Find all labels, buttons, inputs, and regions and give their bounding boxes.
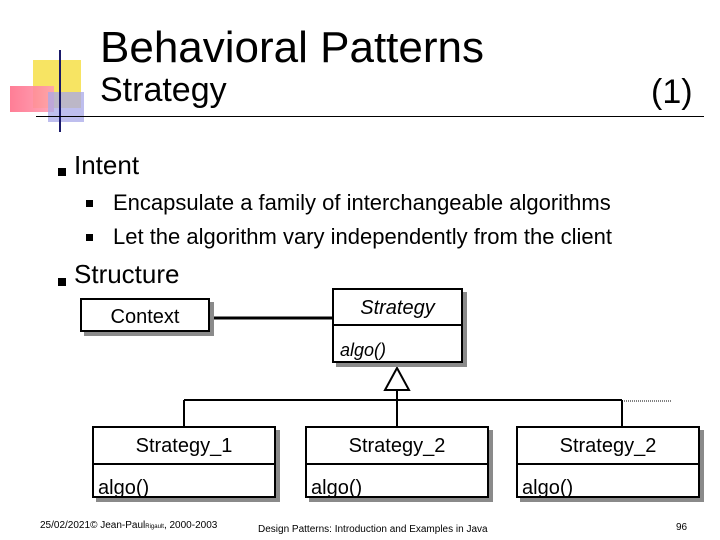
concrete-strategy-box: Strategy_2 algo() (516, 426, 700, 499)
slide-title: Behavioral Patterns (100, 23, 484, 72)
intent-item: Let the algorithm vary independently fro… (113, 224, 612, 249)
title-decoration-blue-square (48, 92, 84, 122)
inheritance-triangle-icon (383, 365, 411, 391)
concrete-strategy-name: Strategy_2 (559, 435, 657, 457)
structure-label: Structure (74, 259, 180, 289)
footer-author-small: Rigault (145, 524, 164, 530)
context-class-name: Context (110, 306, 180, 328)
concrete-strategy-method: algo() (311, 477, 363, 499)
concrete-strategy-name: Strategy_1 (135, 435, 233, 457)
slide-subtitle: Strategy (100, 71, 227, 109)
title-underline (36, 116, 704, 117)
footer-author: Jean-Paul (100, 520, 146, 531)
context-class-box: Context (80, 298, 210, 332)
class-divider (518, 463, 698, 465)
strategy-class-name: Strategy (360, 297, 435, 319)
concrete-strategy-box: Strategy_2 algo() (305, 426, 489, 499)
class-divider (94, 463, 274, 465)
bullet-icon (86, 200, 93, 207)
footer-date: 25/02/2021 (40, 520, 91, 531)
footer-years: , 2000-2003 (163, 520, 218, 531)
strategy-method: algo() (340, 340, 387, 360)
title-decoration-pink-bar (10, 86, 54, 112)
bullet-icon (58, 278, 66, 286)
slide-part-number: (1) (651, 73, 693, 111)
intent-item: Encapsulate a family of interchangeable … (113, 190, 611, 215)
strategy-class-box: Strategy algo() (332, 288, 463, 363)
footer-credit: 25/02/2021© Jean-PaulRigault, 2000-2003 (40, 520, 217, 533)
footer-page-number: 96 (676, 522, 688, 533)
bullet-icon (86, 234, 93, 241)
copyright-icon: © (90, 520, 98, 531)
title-decoration-vertical-line (59, 50, 61, 132)
footer-course: Design Patterns: Introduction and Exampl… (258, 524, 488, 535)
intent-label: Intent (74, 150, 140, 180)
class-divider (334, 324, 461, 326)
concrete-strategy-box: Strategy_1 algo() (92, 426, 276, 499)
class-divider (307, 463, 487, 465)
concrete-strategy-name: Strategy_2 (348, 435, 446, 457)
concrete-strategy-method: algo() (98, 477, 150, 499)
concrete-strategy-method: algo() (522, 477, 574, 499)
bullet-icon (58, 168, 66, 176)
